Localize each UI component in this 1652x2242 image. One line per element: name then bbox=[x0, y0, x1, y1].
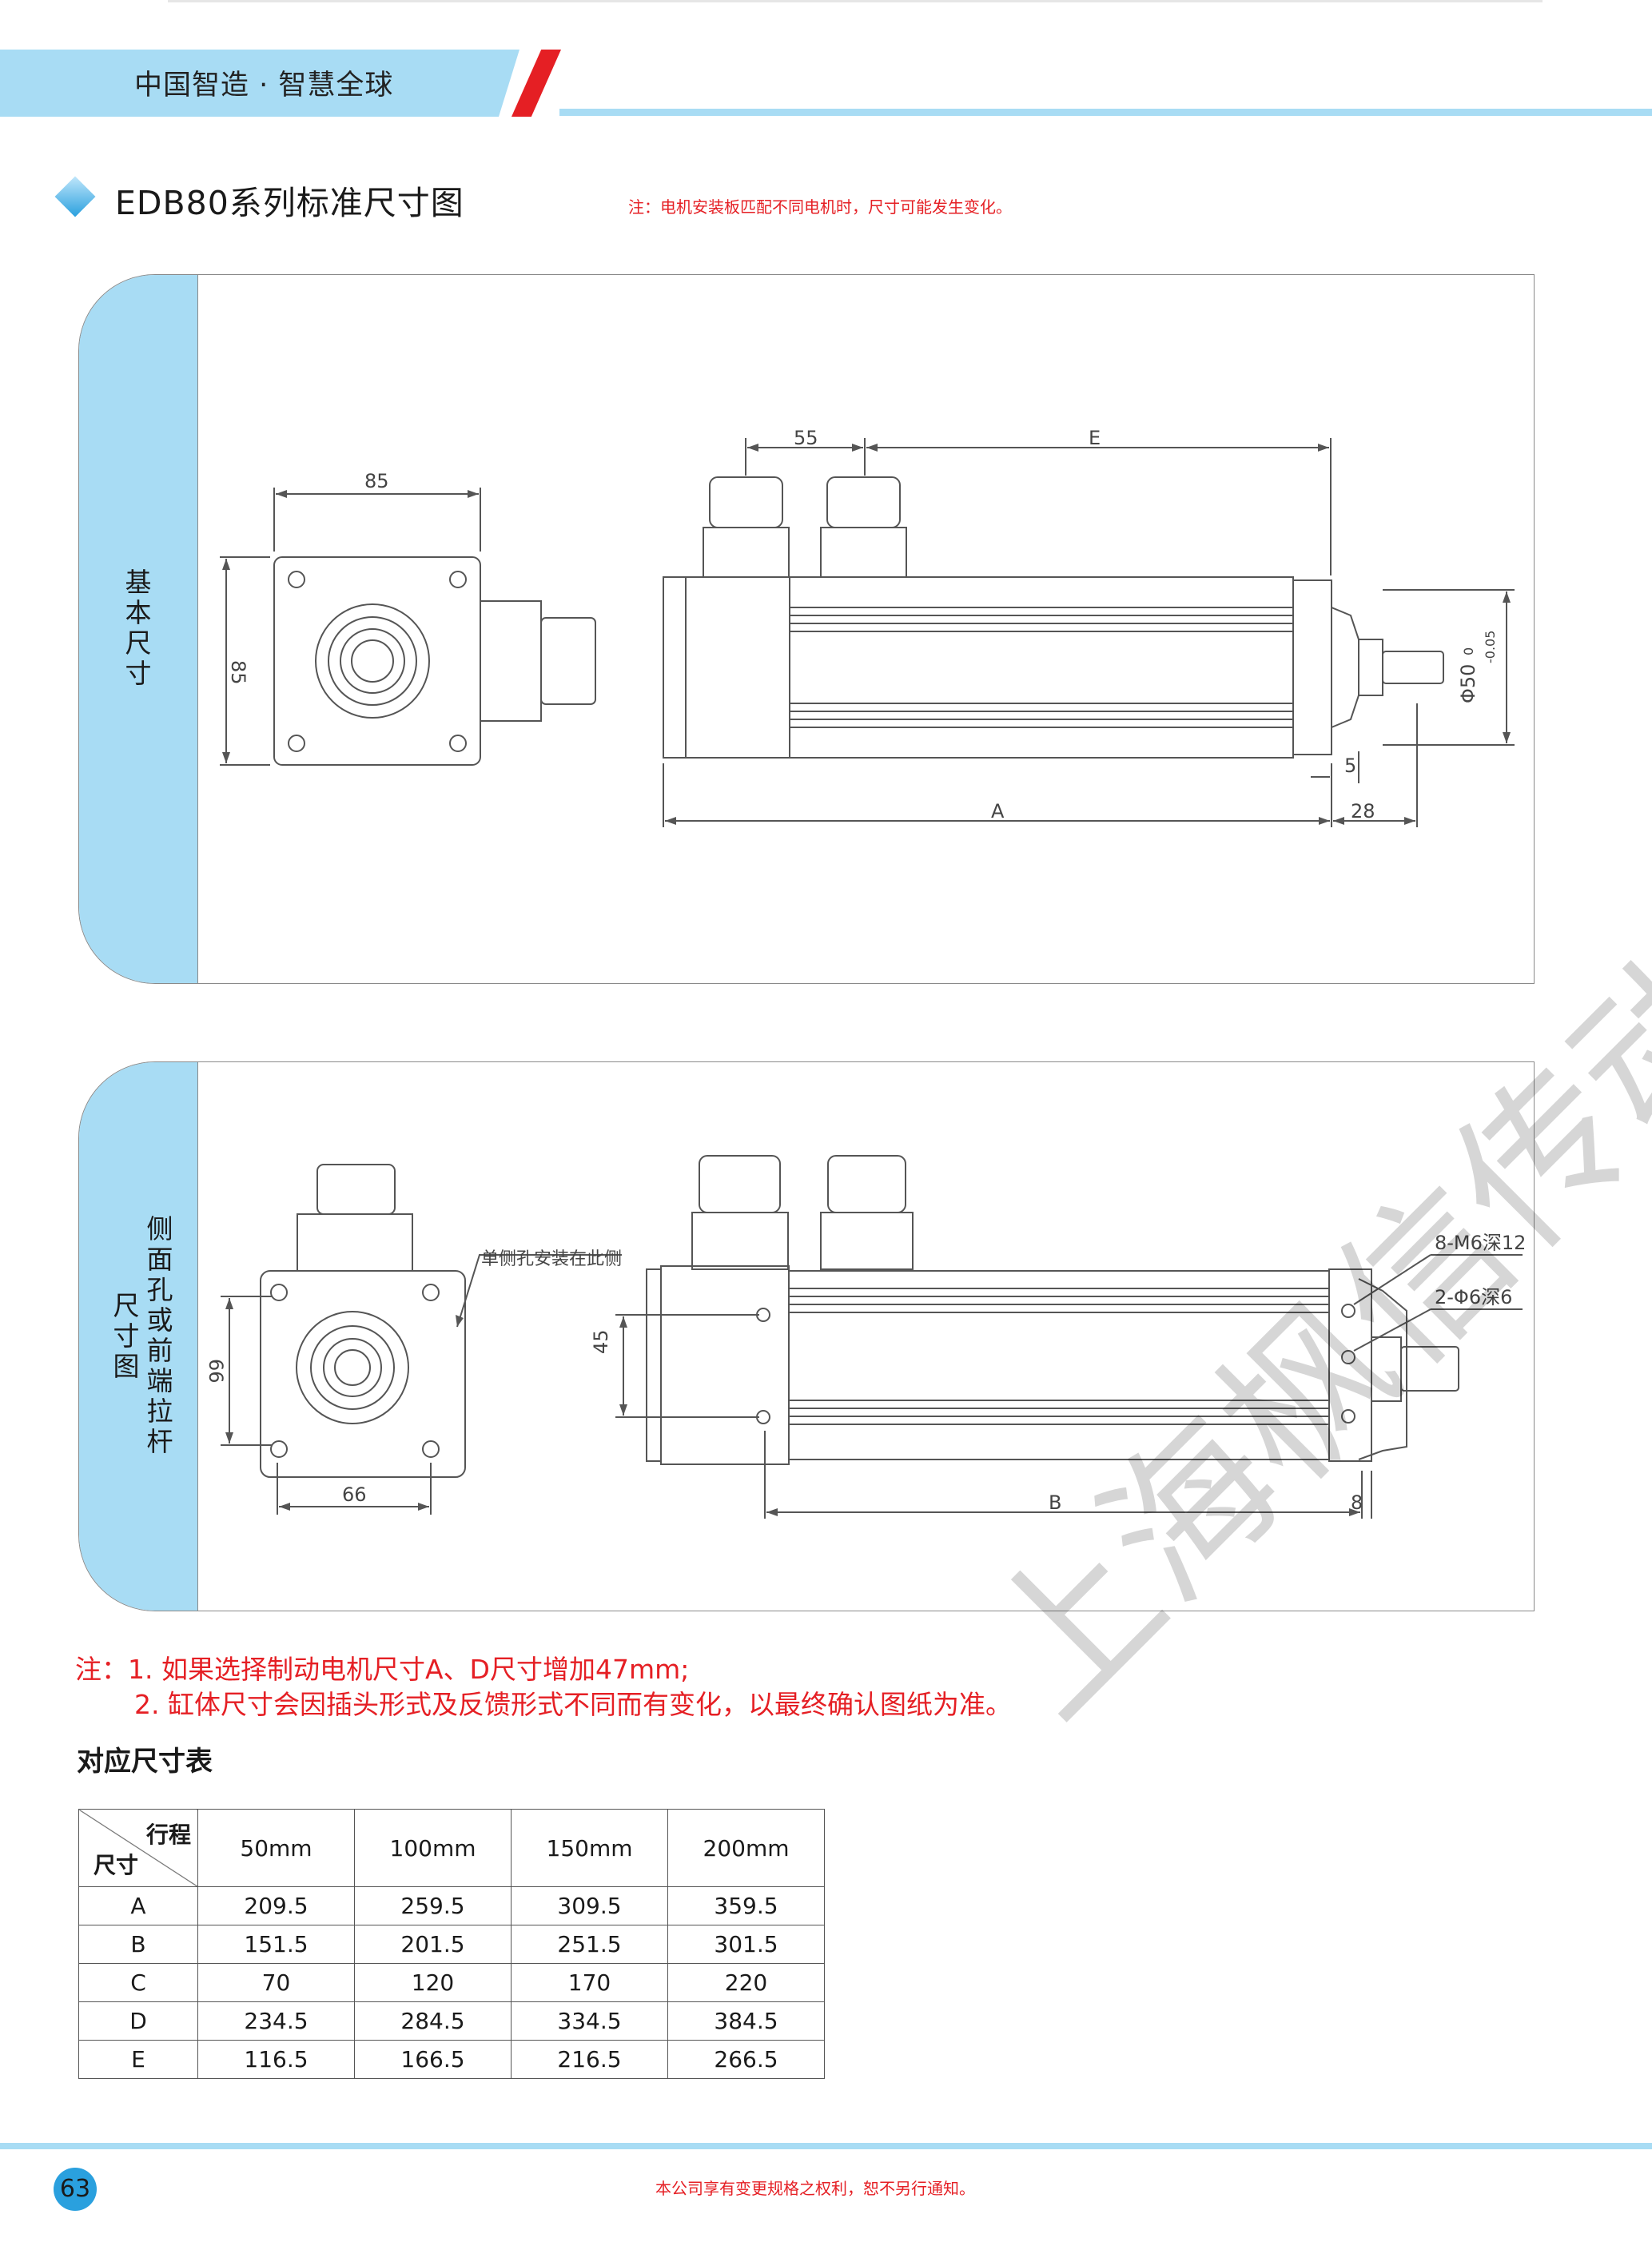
row-label: B bbox=[78, 1925, 198, 1964]
row-label: E bbox=[78, 2040, 198, 2079]
table-cell: 120 bbox=[354, 1963, 512, 2002]
row-label: D bbox=[78, 2001, 198, 2041]
dim-66-height: 66 bbox=[205, 1359, 227, 1384]
table-cell: 201.5 bbox=[354, 1925, 512, 1964]
table-cell: 151.5 bbox=[197, 1925, 355, 1964]
rod-end bbox=[1382, 651, 1444, 684]
header-rule bbox=[559, 109, 1652, 116]
footer-rule bbox=[0, 2143, 1652, 2149]
table-col-header: 100mm bbox=[354, 1809, 512, 1887]
table-row: B 151.5 201.5 251.5 301.5 bbox=[78, 1925, 825, 1964]
header-slogan: 中国智造 · 智慧全球 bbox=[134, 70, 394, 102]
holes-note-1: 8-M6深12 bbox=[1435, 1232, 1526, 1254]
dim-45: 45 bbox=[590, 1329, 612, 1354]
section-note: 注：电机安装板匹配不同电机时，尺寸可能发生变化。 bbox=[628, 197, 1012, 217]
header-band bbox=[0, 50, 519, 117]
corner-top-label: 行程 bbox=[145, 1822, 191, 1848]
dim-55: 55 bbox=[794, 427, 818, 449]
table-cell: 234.5 bbox=[197, 2001, 355, 2041]
dim-e: E bbox=[1089, 427, 1101, 449]
table-cell: 70 bbox=[197, 1963, 355, 2002]
basic-dimensions-drawing: 85 85 55 E A 28 5 Φ50 0 -0.05 bbox=[220, 427, 1515, 827]
dim-a: A bbox=[991, 800, 1005, 822]
panel-label-col2: 尺 寸 图 bbox=[113, 1290, 140, 1382]
table-header-row: 行程 尺寸 50mm 100mm 150mm 200mm bbox=[78, 1809, 825, 1887]
dim-85-height: 85 bbox=[227, 660, 249, 685]
side-holes-drawing: 66 66 45 B 8 8-M6深12 2-Φ6深6 单侧孔安装在此侧 bbox=[205, 1155, 1526, 1519]
dim-tol-up: 0 bbox=[1461, 647, 1476, 655]
footer-copyright: 本公司享有变更规格之权利，恕不另行通知。 bbox=[655, 2179, 975, 2198]
page-number: 63 bbox=[54, 2168, 97, 2211]
note-line-2: 2. 缸体尺寸会因插头形式及反馈形式不同而有变化，以最终确认图纸为准。 bbox=[134, 1689, 1012, 1720]
side-hole-note: 单侧孔安装在此侧 bbox=[481, 1249, 622, 1269]
table-cell: 266.5 bbox=[667, 2040, 825, 2079]
table-cell: 359.5 bbox=[667, 1886, 825, 1925]
table-cell: 220 bbox=[667, 1963, 825, 2002]
dimension-table: 行程 尺寸 50mm 100mm 150mm 200mm A 209.5 259… bbox=[78, 1809, 825, 2079]
table-cell: 309.5 bbox=[511, 1886, 668, 1925]
row-label: C bbox=[78, 1963, 198, 2002]
table-cell: 216.5 bbox=[511, 2040, 668, 2079]
dim-8: 8 bbox=[1351, 1491, 1363, 1514]
table-cell: 116.5 bbox=[197, 2040, 355, 2079]
table-col-header: 200mm bbox=[667, 1809, 825, 1887]
holes-note-2: 2-Φ6深6 bbox=[1435, 1286, 1512, 1308]
flange-plate bbox=[273, 556, 481, 766]
note-line-1: 注：1. 如果选择制动电机尺寸A、D尺寸增加47mm; bbox=[75, 1654, 690, 1685]
dim-66-width: 66 bbox=[342, 1483, 367, 1506]
table-cell: 301.5 bbox=[667, 1925, 825, 1964]
table-cell: 170 bbox=[511, 1963, 668, 2002]
corner-bottom-label: 尺寸 bbox=[94, 1852, 139, 1878]
table-cell: 166.5 bbox=[354, 2040, 512, 2079]
dim-b: B bbox=[1049, 1491, 1061, 1514]
cylinder-body bbox=[789, 576, 1294, 759]
table-cell: 209.5 bbox=[197, 1886, 355, 1925]
table-col-header: 150mm bbox=[511, 1809, 668, 1887]
table-cell: 284.5 bbox=[354, 2001, 512, 2041]
table-row: D 234.5 284.5 334.5 384.5 bbox=[78, 2001, 825, 2041]
table-cell: 384.5 bbox=[667, 2001, 825, 2041]
panel-tab: 基 本 尺 寸 bbox=[79, 275, 198, 983]
table-row: A 209.5 259.5 309.5 359.5 bbox=[78, 1886, 825, 1925]
table-cell: 334.5 bbox=[511, 2001, 668, 2041]
side-holes-panel: 侧 面 孔 或 前 端 拉 杆 尺 寸 图 bbox=[78, 1061, 1535, 1611]
table-col-header: 50mm bbox=[197, 1809, 355, 1887]
panel-label: 基 本 尺 寸 bbox=[125, 567, 152, 689]
row-label: A bbox=[78, 1886, 198, 1925]
table-corner-cell: 行程 尺寸 bbox=[78, 1809, 198, 1887]
table-title: 对应尺寸表 bbox=[77, 1746, 213, 1778]
dim-85-width: 85 bbox=[364, 470, 389, 492]
panel-tab: 侧 面 孔 或 前 端 拉 杆 尺 寸 图 bbox=[79, 1062, 198, 1611]
table-row: C 70 120 170 220 bbox=[78, 1963, 825, 2002]
section-title: EDB80系列标准尺寸图 bbox=[115, 184, 464, 222]
table-cell: 259.5 bbox=[354, 1886, 512, 1925]
motor-housing bbox=[685, 576, 790, 759]
top-rule bbox=[168, 0, 1543, 2]
dim-28: 28 bbox=[1351, 800, 1375, 822]
dim-tol-down: -0.05 bbox=[1483, 631, 1498, 663]
basic-dimensions-panel: 基 本 尺 寸 bbox=[78, 274, 1535, 984]
table-row: E 116.5 166.5 216.5 266.5 bbox=[78, 2040, 825, 2079]
flange-plate-2 bbox=[260, 1270, 466, 1478]
dim-5: 5 bbox=[1344, 755, 1356, 777]
table-cell: 251.5 bbox=[511, 1925, 668, 1964]
panel-label-col1: 侧 面 孔 或 前 端 拉 杆 bbox=[146, 1213, 173, 1457]
dim-phi50: Φ50 bbox=[1457, 664, 1479, 703]
